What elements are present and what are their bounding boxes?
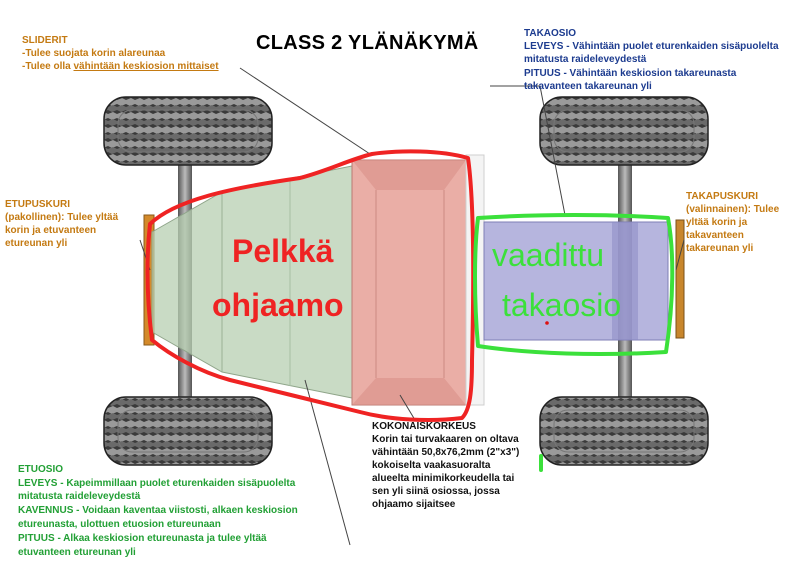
etuosio-line3: KAVENNUS - Voidaan kaventaa viistosti, a… bbox=[18, 505, 298, 516]
etuosio-line6: etuvanteen etureunan yli bbox=[18, 547, 136, 558]
etuosio-line5: PITUUS - Alkaa keskiosion etureunasta ja… bbox=[18, 533, 267, 544]
front-left-wheel bbox=[103, 96, 273, 166]
takaosio-heading: TAKAOSIO bbox=[524, 28, 577, 39]
handwritten-cab-line1: Pelkkä bbox=[232, 233, 334, 269]
front-right-wheel bbox=[103, 396, 273, 466]
etupuskuri-line3: korin ja etuvanteen bbox=[5, 225, 97, 236]
takapuskuri-line3: yltää korin ja bbox=[686, 217, 748, 228]
takaosio-line2: mitatusta raideleveydestä bbox=[524, 54, 647, 65]
sliderit-heading: SLIDERIT bbox=[22, 35, 68, 46]
takapuskuri-line2: (valinnainen): Tulee bbox=[686, 204, 780, 215]
diagram-title: CLASS 2 YLÄNÄKYMÄ bbox=[256, 32, 479, 54]
etupuskuri-line2: (pakollinen): Tulee yltää bbox=[5, 212, 119, 223]
etuosio-line2: mitatusta raideleveydestä bbox=[18, 491, 141, 502]
etupuskuri-line1: ETUPUSKURI bbox=[5, 199, 71, 210]
kokonaiskorkeus-line1: KOKONAISKORKEUS bbox=[372, 421, 476, 432]
cab-section bbox=[351, 159, 467, 406]
kokonaiskorkeus-line6: sen yli siinä osiossa, jossa bbox=[372, 486, 500, 497]
sliderit-line1: -Tulee suojata korin alareunaa bbox=[22, 48, 166, 59]
handwritten-cab-line2: ohjaamo bbox=[212, 287, 344, 323]
takapuskuri-line5: takareunan yli bbox=[686, 243, 754, 254]
takapuskuri-line1: TAKAPUSKURI bbox=[686, 191, 759, 202]
takaosio-line1: LEVEYS - Vähintään puolet eturenkaiden s… bbox=[524, 41, 779, 52]
rear-bumper bbox=[675, 219, 685, 339]
etuosio-line4: etureunasta, ulottuen etuosion etureunaa… bbox=[18, 519, 221, 530]
sliderit-line2: -Tulee olla vähintään keskiosion mittais… bbox=[22, 61, 219, 72]
cab-red-outline bbox=[145, 149, 476, 422]
kokonaiskorkeus-line3: vähintään 50,8x76,2mm (2"x3") bbox=[372, 447, 520, 458]
etupuskuri-line4: etureunan yli bbox=[5, 238, 68, 249]
rear-green-outline bbox=[473, 213, 675, 356]
takaosio-line3: PITUUS - Vähintään keskiosion takareunas… bbox=[524, 68, 737, 79]
etuosio-line1: LEVEYS - Kapeimmillaan puolet eturenkaid… bbox=[18, 478, 296, 489]
takapuskuri-line4: takavanteen bbox=[686, 230, 744, 241]
handwritten-rear-line2: takaosio bbox=[502, 287, 622, 323]
kokonaiskorkeus-line7: ohjaamo sijaitsee bbox=[372, 499, 456, 510]
handwritten-rear-line1: vaadittu bbox=[492, 237, 605, 273]
rear-right-wheel bbox=[539, 396, 709, 466]
kokonaiskorkeus-line5: alueelta minimikorkeudella tai bbox=[372, 473, 515, 484]
etuosio-heading: ETUOSIO bbox=[18, 464, 64, 475]
rear-left-wheel bbox=[539, 96, 709, 166]
leader-lines bbox=[139, 67, 685, 546]
takaosio-line4: takavanteen takareunan yli bbox=[524, 81, 652, 92]
kokonaiskorkeus-line4: kokoiselta vaakasuoralta bbox=[372, 460, 491, 471]
kokonaiskorkeus-line2: Korin tai turvakaaren on oltava bbox=[372, 434, 519, 445]
